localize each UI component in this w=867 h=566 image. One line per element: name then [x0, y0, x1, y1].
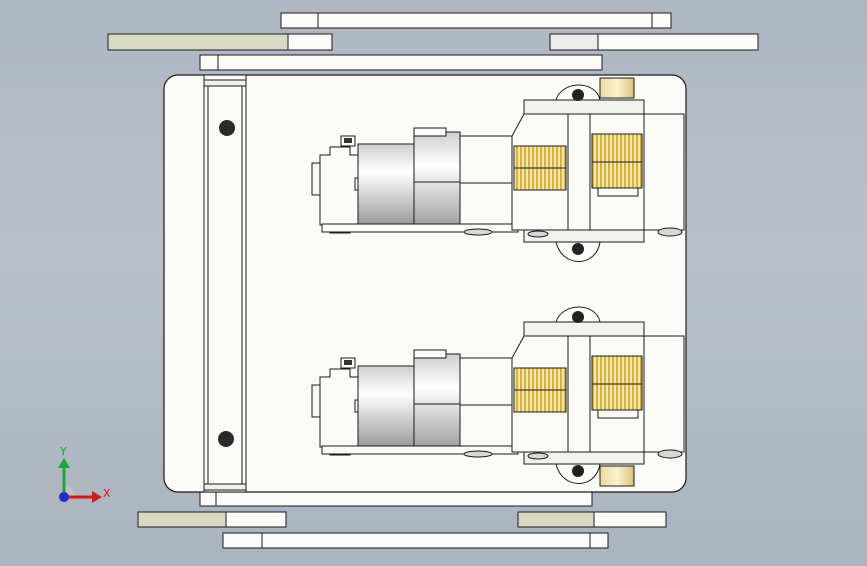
bottom-track-assembly — [137, 491, 667, 549]
left-bracket — [203, 74, 247, 493]
bushing-bottom — [599, 465, 635, 487]
mount-hole-top — [219, 120, 235, 136]
top-track-assembly — [107, 12, 759, 71]
x-axis-label: X — [103, 487, 111, 500]
bushing-top — [599, 77, 635, 99]
y-axis-label: Y — [59, 445, 67, 458]
mount-hole-bottom — [218, 431, 234, 447]
z-axis-icon — [59, 492, 69, 502]
coordinate-triad: Y X — [50, 445, 111, 514]
